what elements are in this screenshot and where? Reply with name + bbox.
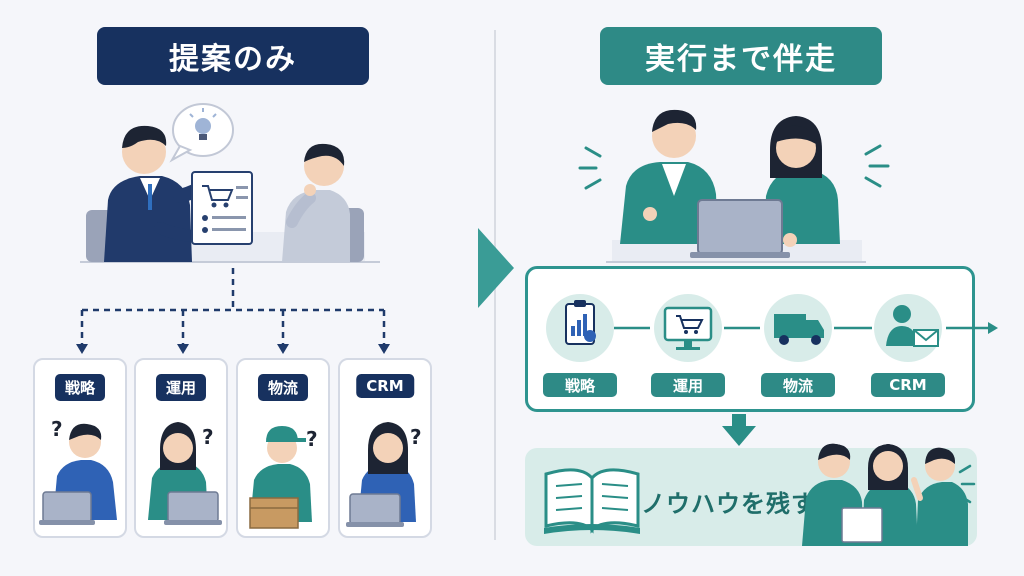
confused-person-laptop-icon: ? bbox=[148, 422, 222, 525]
truck-icon bbox=[764, 294, 832, 362]
step-label-strategy: 戦略 bbox=[543, 373, 617, 397]
left-card-logistics: 物流 ? bbox=[236, 358, 330, 538]
card-label: CRM bbox=[356, 374, 414, 398]
svg-text:?: ? bbox=[202, 425, 214, 449]
confused-worker-box-icon: ? bbox=[249, 426, 318, 529]
center-arrow-icon bbox=[478, 228, 514, 308]
left-card-strategy: 戦略 ? bbox=[33, 358, 127, 538]
monitor-cart-icon bbox=[654, 294, 722, 362]
dashed-connectors bbox=[80, 268, 386, 346]
right-title: 実行まで伴走 bbox=[600, 27, 882, 85]
meeting-illustration bbox=[80, 103, 380, 263]
step-label-crm: CRM bbox=[871, 373, 945, 397]
svg-text:?: ? bbox=[51, 417, 63, 441]
card-label: 物流 bbox=[257, 374, 309, 401]
svg-text:?: ? bbox=[410, 425, 422, 449]
svg-text:?: ? bbox=[306, 427, 318, 451]
card-label: 戦略 bbox=[54, 374, 106, 401]
clipboard-chart-icon bbox=[546, 294, 614, 362]
knowhow-text: ノウハウを残す bbox=[641, 490, 816, 518]
down-arrow-icon bbox=[722, 414, 756, 446]
flow-end-arrow-icon bbox=[988, 322, 998, 334]
card-label: 運用 bbox=[155, 374, 207, 401]
person-mail-icon bbox=[874, 294, 942, 362]
left-card-crm: CRM ? bbox=[338, 358, 432, 538]
left-title: 提案のみ bbox=[97, 27, 369, 85]
confused-person-laptop-icon: ? bbox=[346, 422, 422, 527]
team-illustration bbox=[802, 443, 976, 546]
connector-arrowheads bbox=[76, 344, 390, 354]
collaboration-illustration bbox=[578, 109, 890, 263]
book-icon bbox=[544, 468, 640, 534]
left-card-operation: 運用 ? bbox=[134, 358, 228, 538]
step-label-operation: 運用 bbox=[651, 373, 725, 397]
step-label-logistics: 物流 bbox=[761, 373, 835, 397]
confused-person-laptop-icon: ? bbox=[39, 417, 117, 525]
